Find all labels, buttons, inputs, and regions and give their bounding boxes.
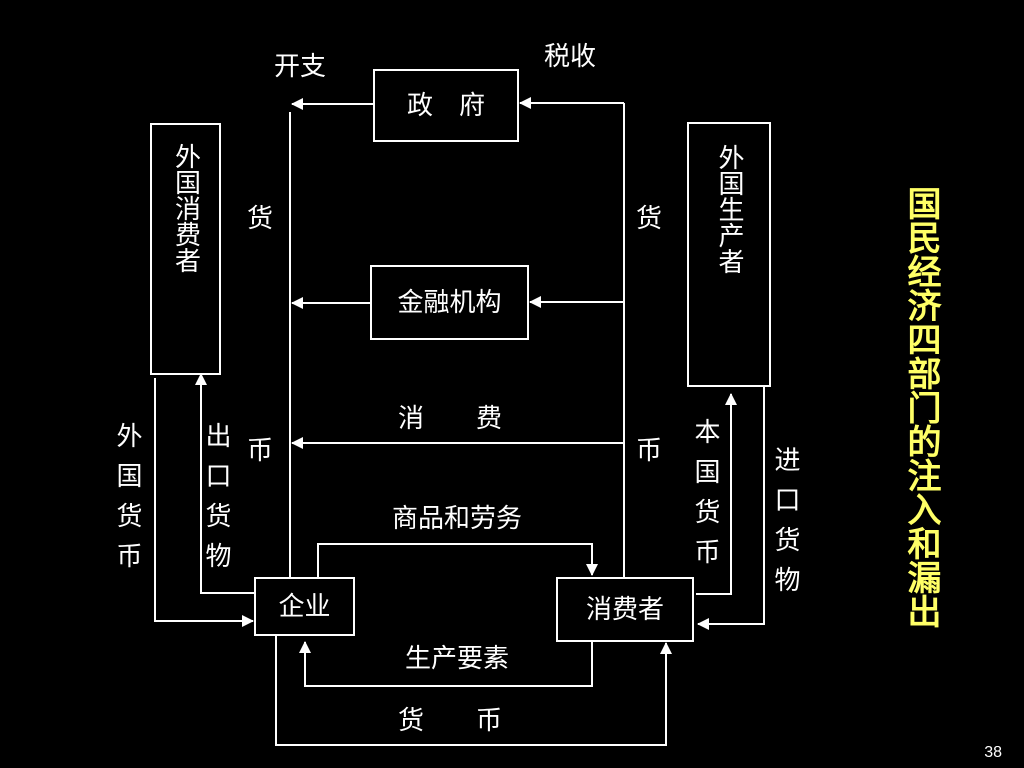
financial-institution-label: 金融机构 xyxy=(397,287,502,318)
factors-arrow xyxy=(299,641,593,687)
government-box: 政 府 xyxy=(373,69,519,142)
spending-label: 开支 xyxy=(274,52,327,82)
foreign-currency-label: 外国货币 xyxy=(112,422,142,582)
foreign-currency-arrow xyxy=(154,378,254,627)
slide-title: 国民经济四部门的注入和漏出 xyxy=(901,186,941,628)
foreign-consumer-box: 外国消费者 xyxy=(150,123,221,375)
bottom-money-label: 货 币 xyxy=(398,706,503,736)
tax-label: 税收 xyxy=(544,42,597,72)
page-number: 38 xyxy=(984,744,1002,761)
goods-services-label: 商品和劳务 xyxy=(392,504,523,534)
consumer-box: 消费者 xyxy=(556,577,694,642)
financial-institution-box: 金融机构 xyxy=(370,265,529,340)
imports-label: 进口货物 xyxy=(770,446,800,606)
firm-box: 企业 xyxy=(254,577,355,636)
left-money-label-bottom: 币 xyxy=(247,436,274,466)
firm-label: 企业 xyxy=(278,591,331,622)
consumer-label: 消费者 xyxy=(585,594,664,625)
government-label: 政 府 xyxy=(406,90,485,121)
right-money-label-top: 货 xyxy=(636,204,663,234)
left-money-label-top: 货 xyxy=(247,204,274,234)
factors-label: 生产要素 xyxy=(405,644,510,674)
foreign-consumer-label: 外国消费者 xyxy=(170,143,201,273)
domestic-currency-arrow xyxy=(696,393,737,595)
foreign-producer-box: 外国生产者 xyxy=(687,122,771,387)
foreign-producer-label: 外国生产者 xyxy=(714,144,744,274)
exports-label: 出口货物 xyxy=(201,422,231,582)
domestic-currency-label: 本国货币 xyxy=(690,418,720,578)
consumption-label: 消 费 xyxy=(398,404,503,434)
goods-arrow xyxy=(317,543,598,578)
bottom-money-arrow xyxy=(275,636,672,746)
right-money-label-bottom: 币 xyxy=(636,436,663,466)
imports-arrow xyxy=(697,387,765,630)
exports-arrow xyxy=(195,373,255,594)
